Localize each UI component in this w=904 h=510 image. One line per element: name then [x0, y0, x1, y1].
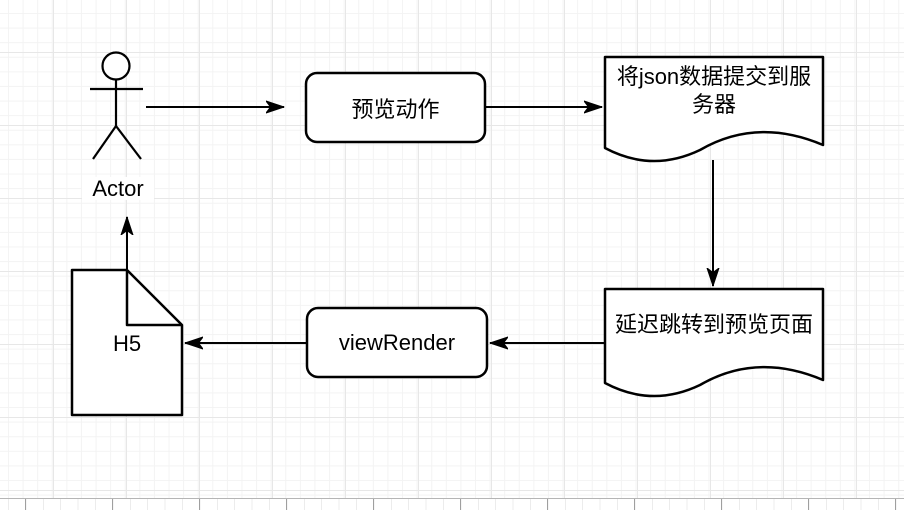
node-label-preview-action[interactable]: 预览动作 — [351, 96, 440, 122]
node-label-submit-json[interactable]: 将json数据提交到服 务器 — [610, 63, 818, 119]
page-boundary — [0, 498, 904, 510]
node-label-actor[interactable]: Actor — [82, 177, 154, 200]
node-label-delay-redirect[interactable]: 延迟跳转到预览页面 — [614, 312, 813, 337]
submit-json-line-2: 务器 — [691, 92, 736, 117]
node-submit-json[interactable] — [603, 55, 825, 163]
actor-leg-left — [92, 125, 117, 160]
node-delay-redirect[interactable] — [603, 287, 825, 398]
note-outline — [70, 268, 184, 417]
note-fold — [125, 270, 182, 327]
node-label-h5[interactable]: H5 — [112, 331, 142, 356]
actor-leg-right — [115, 125, 142, 160]
node-h5[interactable] — [70, 268, 184, 417]
node-actor[interactable] — [90, 51, 143, 160]
actor-head — [101, 51, 131, 81]
node-preview-action[interactable] — [304, 71, 487, 144]
node-view-render[interactable] — [305, 306, 489, 379]
submit-json-line-1: 将json数据提交到服 — [616, 64, 812, 89]
node-label-view-render[interactable]: viewRender — [338, 329, 456, 355]
